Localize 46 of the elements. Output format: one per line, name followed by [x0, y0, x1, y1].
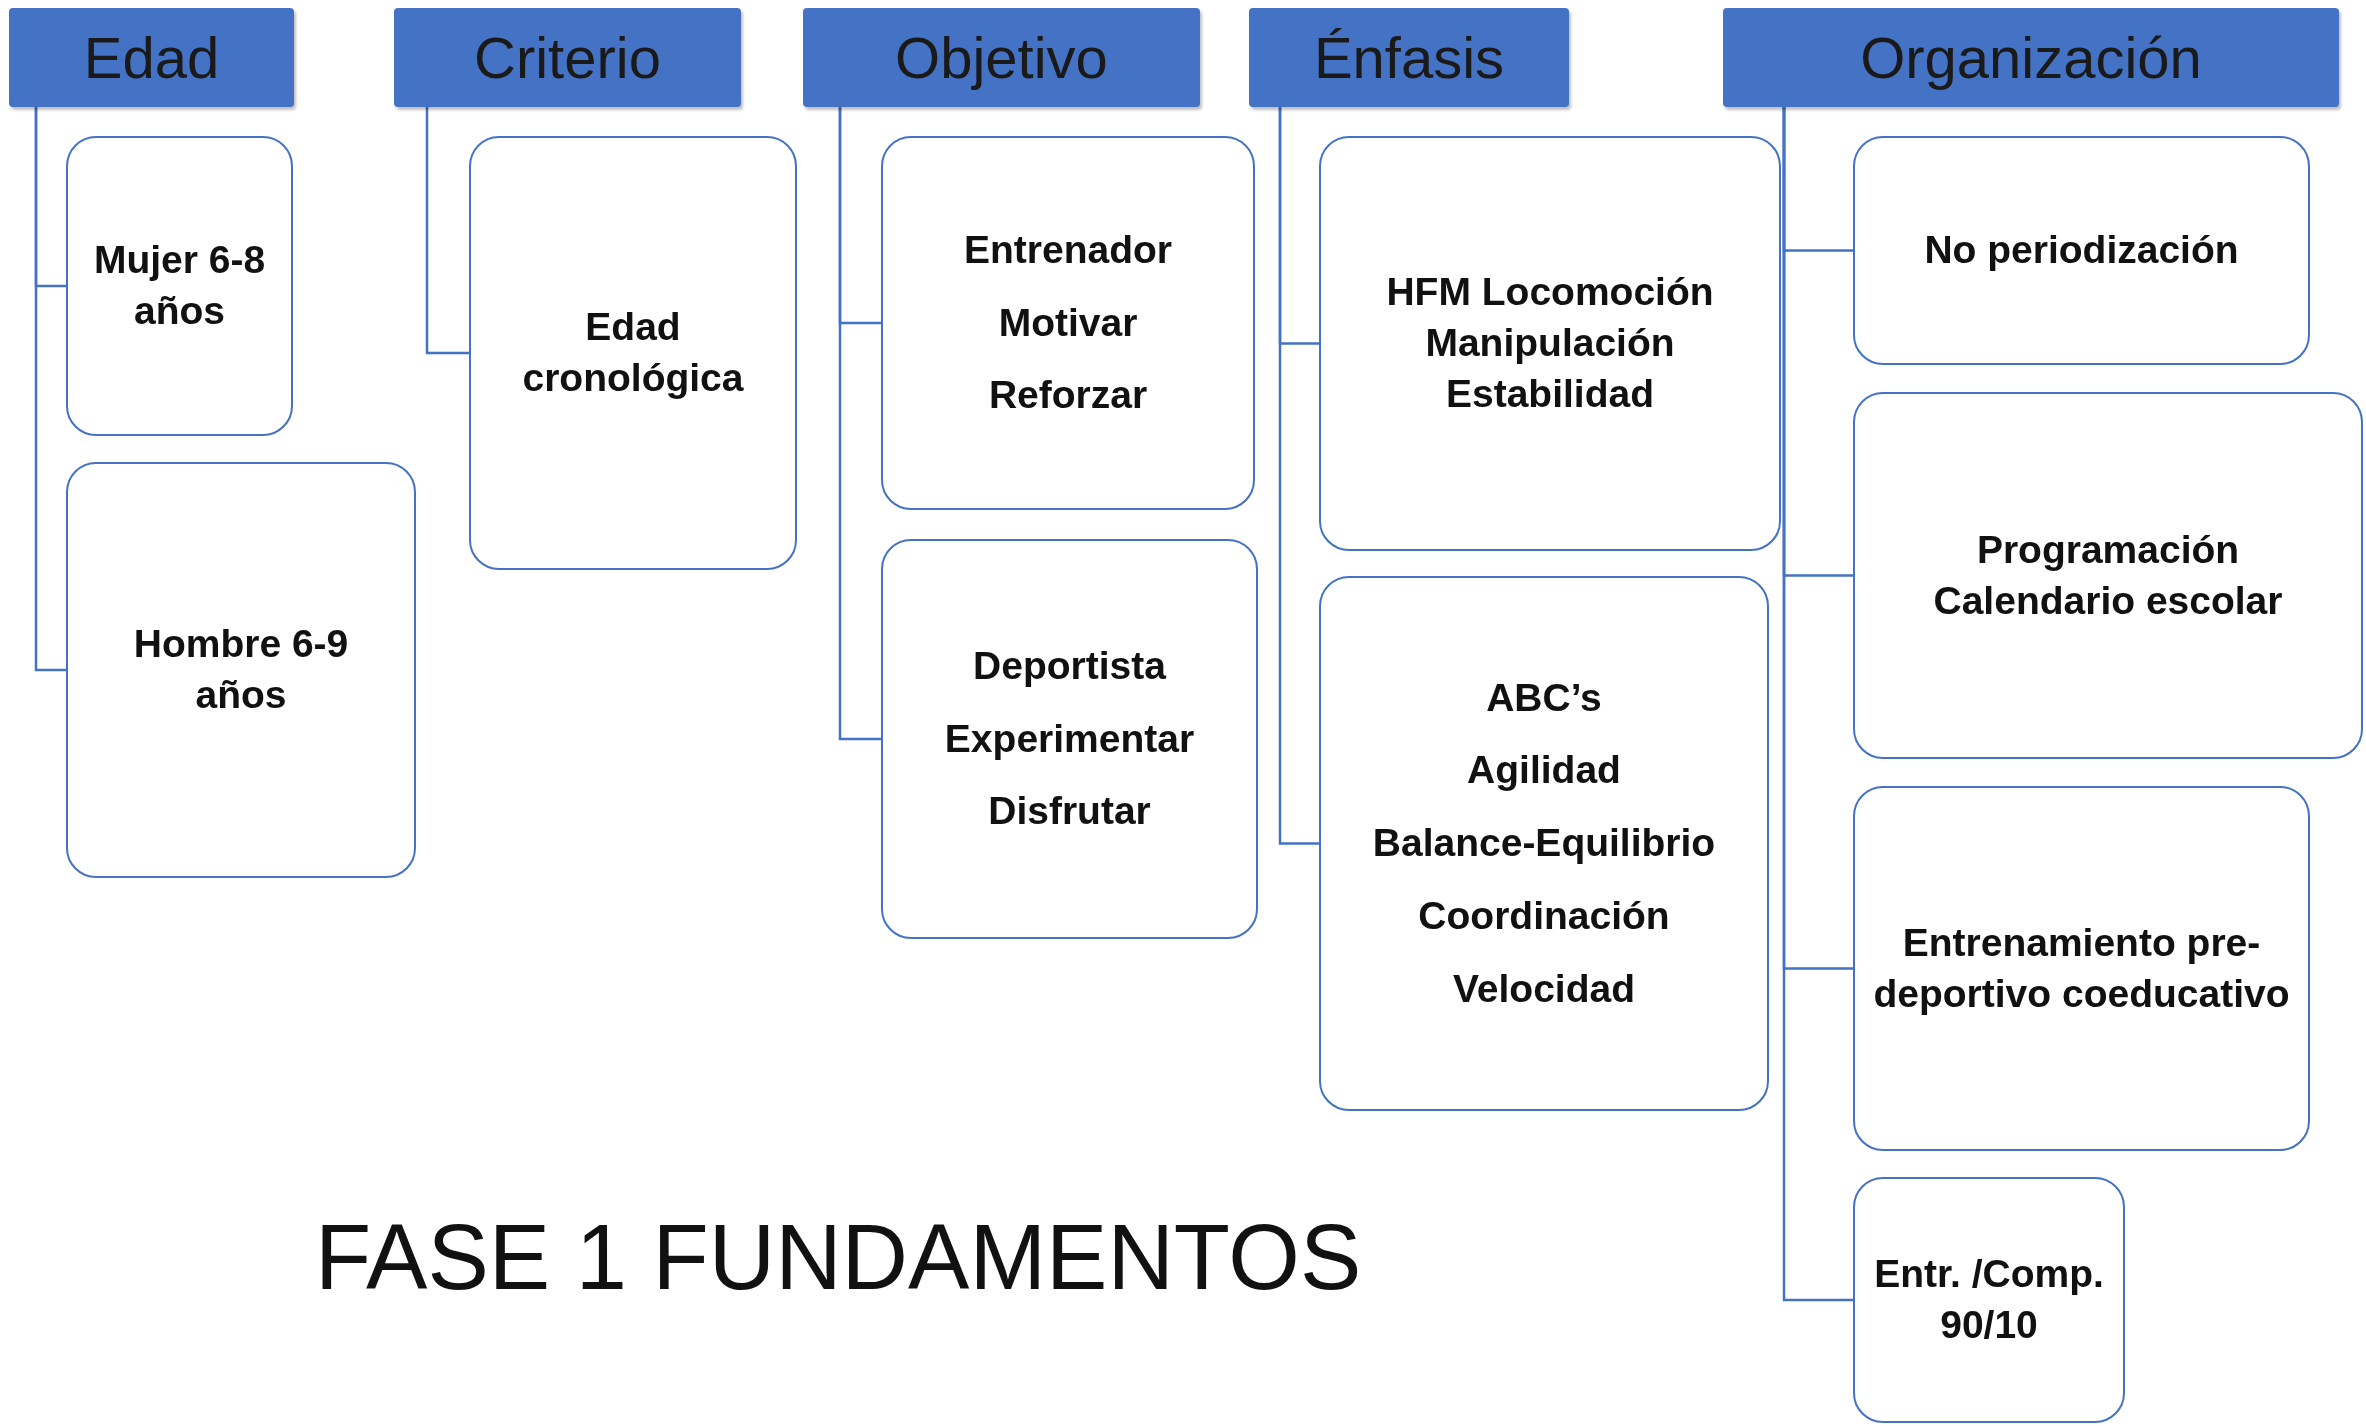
content-box — [881, 539, 1258, 939]
content-box — [881, 136, 1255, 510]
box-text: Edad cronológica — [521, 304, 745, 401]
box-text: Entrenador — [964, 226, 1172, 273]
content-box — [66, 462, 416, 878]
content-box — [66, 136, 293, 436]
content-box — [1319, 136, 1781, 551]
box-text: Experimentar — [944, 715, 1195, 762]
content-box — [1853, 1177, 2125, 1423]
content-box — [469, 136, 797, 570]
box-text: Hombre 6-9 años — [132, 621, 350, 718]
box-text: Programación Calendario escolar — [1932, 526, 2284, 624]
box-text: Entrenamiento pre-deportivo coeducativo — [1873, 919, 2290, 1017]
box-text: Reforzar — [988, 372, 1148, 419]
header-text: Criterio — [474, 24, 661, 91]
box-text: Entr. /Comp. 90/10 — [1873, 1251, 2105, 1348]
box-text: Deportista — [973, 642, 1166, 689]
box-text: Velocidad — [1452, 965, 1636, 1012]
header-box — [394, 8, 741, 107]
content-box — [1853, 136, 2310, 365]
connector-line — [838, 107, 881, 741]
header-box — [9, 8, 294, 107]
box-text: Disfrutar — [988, 788, 1151, 835]
box-text: Coordinación — [1418, 892, 1670, 939]
header-text: Organización — [1860, 24, 2202, 91]
connector-line — [1782, 107, 1853, 1302]
content-box — [1319, 576, 1769, 1111]
header-box — [803, 8, 1200, 107]
header-box — [1723, 8, 2339, 107]
connector-line — [34, 107, 66, 672]
header-text: Objetivo — [895, 24, 1108, 91]
box-text: Mujer 6-8 años — [92, 237, 267, 334]
connector-line — [425, 107, 469, 355]
box-text: Balance-Equilibrio — [1372, 820, 1716, 867]
box-text: No periodización — [1924, 227, 2239, 274]
header-text: Énfasis — [1313, 24, 1505, 91]
connector-line — [1278, 107, 1319, 845]
box-text: Agilidad — [1467, 747, 1621, 794]
box-text: ABC’s — [1486, 674, 1602, 721]
box-text: HFM Locomoción Manipulación Estabilidad — [1385, 269, 1715, 417]
box-text: Motivar — [998, 299, 1138, 346]
content-box — [1853, 392, 2363, 759]
diagram-title: FASE 1 FUNDAMENTOS — [315, 1205, 1362, 1310]
header-text: Edad — [83, 24, 220, 91]
content-box — [1853, 786, 2310, 1151]
header-box — [1249, 8, 1569, 107]
